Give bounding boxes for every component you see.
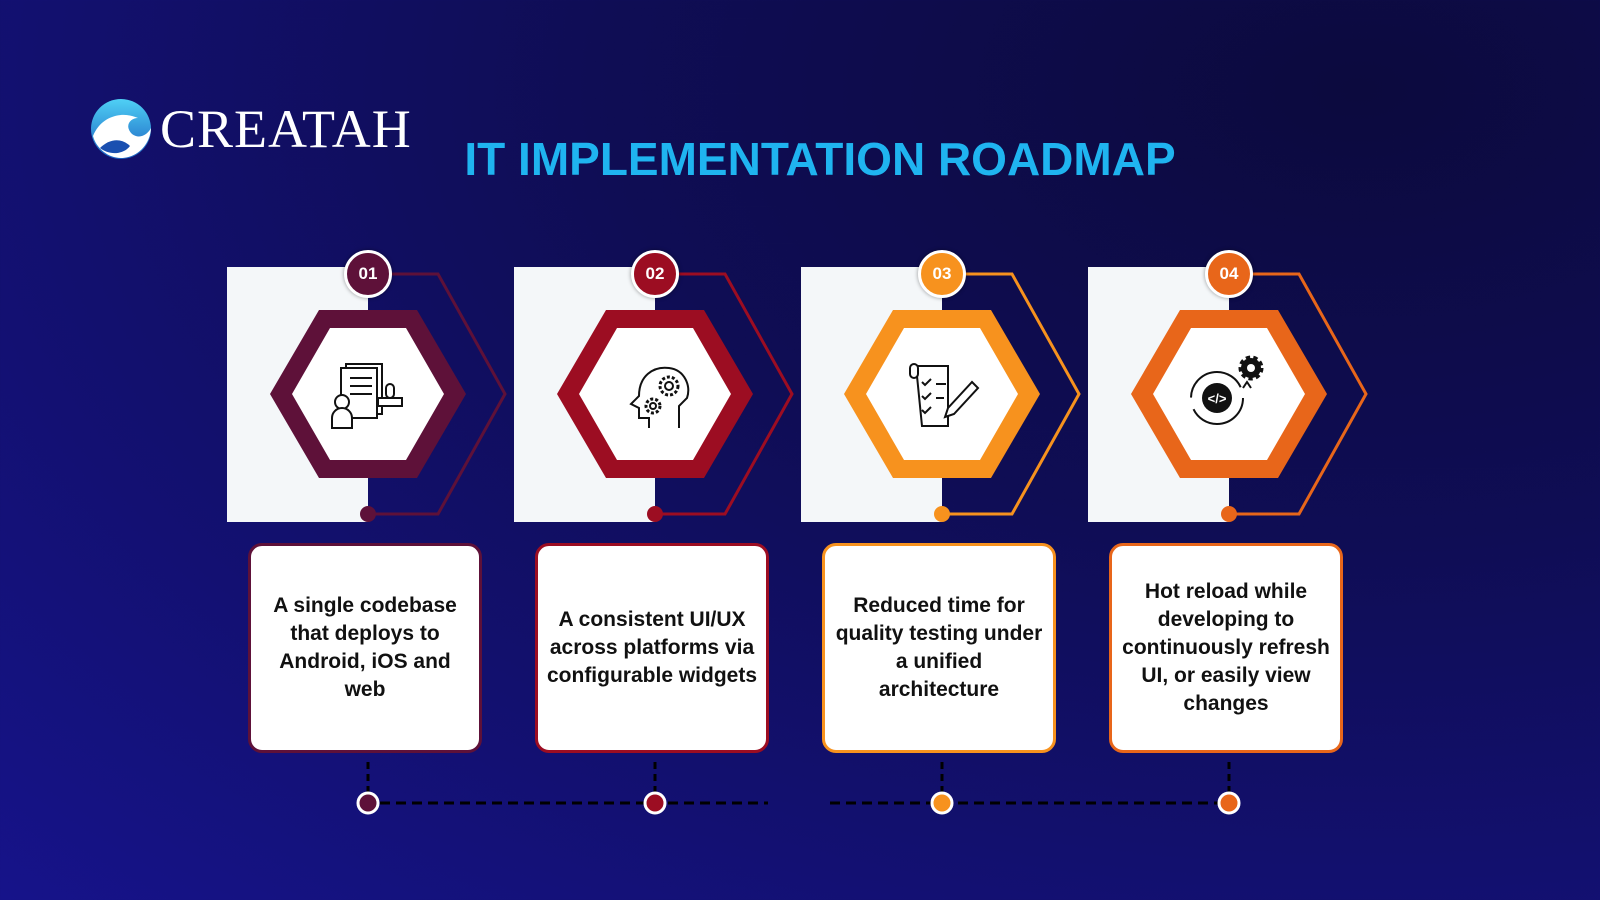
step-number-badge: 01 [344, 250, 392, 298]
connector-dot [647, 506, 663, 522]
step-description: Hot reload while developing to continuou… [1109, 543, 1343, 753]
logo: CREATAH [90, 98, 412, 160]
step-description: Reduced time for quality testing under a… [822, 543, 1056, 753]
wave-logo-icon [91, 99, 151, 159]
head-gears-icon [629, 366, 690, 428]
step-01-graphic [227, 267, 507, 815]
svg-text:</>: </> [1208, 391, 1227, 406]
code-gear-refresh-icon: </> [1190, 355, 1264, 425]
hex-outline [1229, 272, 1368, 516]
hexagon-inner [579, 328, 731, 460]
document-stamp-user-icon [331, 363, 403, 429]
connector-dot [360, 506, 376, 522]
step-description: A single codebase that deploys to Androi… [248, 543, 482, 753]
connector-dot [1221, 506, 1237, 522]
hex-outline [368, 272, 507, 516]
step-number-badge: 02 [631, 250, 679, 298]
checklist-pen-icon [909, 363, 980, 427]
logo-text: CREATAH [160, 99, 412, 159]
step-02-graphic [514, 267, 794, 815]
connector-dot [934, 506, 950, 522]
step-number-badge: 03 [918, 250, 966, 298]
timeline-dot [930, 791, 954, 815]
timeline-dot [1217, 791, 1241, 815]
page-title: IT IMPLEMENTATION ROADMAP [464, 133, 1176, 185]
step-04-graphic: </> [1088, 267, 1368, 815]
timeline-dot [643, 791, 667, 815]
step-number-badge: 04 [1205, 250, 1253, 298]
step-03-graphic [801, 267, 1081, 815]
step-description: A consistent UI/UX across platforms via … [535, 543, 769, 753]
timeline-dot [356, 791, 380, 815]
hex-outline [655, 272, 794, 516]
hex-outline [942, 272, 1081, 516]
